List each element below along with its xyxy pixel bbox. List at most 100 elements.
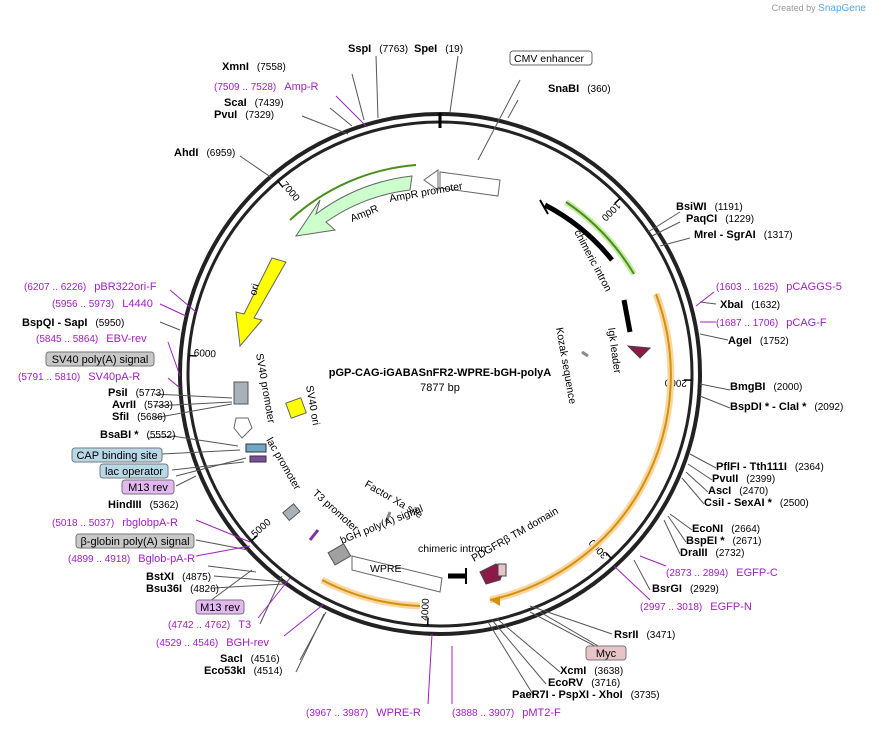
site-position: (2664) bbox=[731, 524, 760, 535]
site-position: (7558) bbox=[257, 62, 286, 73]
primer-mark-t3 bbox=[308, 529, 320, 541]
tick-label: 6000 bbox=[193, 348, 216, 361]
restriction-site-label: XmnI (7558) bbox=[222, 61, 286, 73]
primer-name: pCAG-F bbox=[786, 317, 827, 329]
cag-region-arc bbox=[489, 292, 675, 604]
site-name: BspDI * - ClaI * bbox=[730, 401, 807, 413]
site-name: SnaBI bbox=[548, 83, 579, 95]
primer-label: (2997 .. 3018)EGFP-N bbox=[640, 601, 752, 613]
site-name: RsrII bbox=[614, 629, 638, 641]
site-name: SfiI bbox=[112, 411, 129, 423]
primer-name: L4440 bbox=[122, 298, 153, 310]
primer-name: pCAGGS-5 bbox=[786, 281, 842, 293]
site-position: (2929) bbox=[690, 584, 719, 595]
restriction-site-label: BsrGI(2929) bbox=[652, 583, 719, 595]
restriction-site-label: BsiWI(1191) bbox=[676, 201, 743, 213]
primer-label: (5791 .. 5810)SV40pA-R bbox=[18, 371, 140, 383]
primer-range: (2997 .. 3018) bbox=[640, 602, 702, 613]
site-position: (4826) bbox=[190, 584, 219, 595]
site-name: Eco53kI bbox=[204, 665, 246, 677]
sv40-promoter-box bbox=[233, 381, 249, 405]
site-position: (19) bbox=[445, 44, 463, 55]
boxed-label-text: M13 rev bbox=[128, 482, 168, 494]
restriction-site-label: PvuII(2399) bbox=[712, 473, 775, 485]
boxed-label-text: lac operator bbox=[105, 466, 163, 478]
primer-label: (4529 .. 4546) BGH-rev bbox=[156, 637, 270, 649]
t3-box bbox=[282, 503, 301, 522]
site-position: (2000) bbox=[773, 382, 802, 393]
site-position: (2364) bbox=[795, 462, 824, 473]
primer-name: BGH-rev bbox=[226, 637, 269, 649]
site-name: AgeI bbox=[728, 335, 752, 347]
restriction-site-label: MreI - SgrAI(1317) bbox=[694, 229, 793, 241]
restriction-site-label: AvrII (5733) bbox=[112, 399, 173, 411]
primer-range: (1687 .. 1706) bbox=[716, 318, 778, 329]
site-position: (3638) bbox=[594, 666, 623, 677]
tick-label: 1000 bbox=[599, 199, 623, 223]
factor-xa-mark bbox=[384, 511, 392, 523]
intron-highlight-core bbox=[565, 201, 635, 275]
primer-range: (1603 .. 1625) bbox=[716, 282, 778, 293]
site-name: AvrII bbox=[112, 399, 136, 411]
boxed-label-text: SV40 poly(A) signal bbox=[52, 354, 149, 366]
sv40-promoter-arrow bbox=[233, 417, 253, 439]
site-position: (4875) bbox=[182, 572, 211, 583]
primer-name: pBR322ori-F bbox=[94, 281, 157, 293]
tick-mark bbox=[277, 180, 284, 188]
site-position: (3735) bbox=[631, 690, 660, 701]
site-position: (360) bbox=[587, 84, 610, 95]
boxed-label-text: CAP binding site bbox=[76, 450, 157, 462]
site-position: (7763) bbox=[379, 44, 408, 55]
boxed-label-bg bbox=[195, 599, 245, 615]
site-position: (2470) bbox=[739, 486, 768, 497]
restriction-site-label: SacI(4516) bbox=[220, 653, 280, 665]
feature-label: CMV enhancer bbox=[514, 53, 585, 65]
site-name: BspQI - SapI bbox=[22, 317, 87, 329]
site-name: HindIII bbox=[108, 499, 142, 511]
site-name: AscI bbox=[708, 485, 731, 497]
cag-region-arrowhead bbox=[490, 596, 500, 606]
boxed-label-bg bbox=[75, 533, 195, 549]
primer-range: (7509 .. 7528) bbox=[214, 82, 276, 93]
primer-range: (4529 .. 4546) bbox=[156, 638, 218, 649]
chimeric-intron-cap bbox=[539, 199, 549, 215]
restriction-site-label: PvuI(7329) bbox=[214, 109, 274, 121]
restriction-site-label: SnaBI (360) bbox=[548, 83, 611, 95]
site-name: PaeR7I - PspXI - XhoI bbox=[512, 689, 623, 701]
snapgene-logo: SnapGene bbox=[818, 3, 866, 14]
kozak-mark bbox=[581, 350, 589, 358]
primer-name: Bglob-pA-R bbox=[138, 553, 195, 565]
lac-operator-box bbox=[245, 443, 267, 453]
bgh-region-arc bbox=[320, 576, 421, 610]
primer-range: (3967 .. 3987) bbox=[306, 708, 368, 719]
restriction-site-label: AhdI(6959) bbox=[174, 147, 235, 159]
feature-label: chimeric intron bbox=[418, 543, 486, 555]
cag-region-arc-core bbox=[489, 293, 672, 601]
primer-name: WPRE-R bbox=[376, 707, 421, 719]
restriction-site-label: PsiI(5773) bbox=[108, 387, 164, 399]
restriction-site-label: RsrII(3471) bbox=[614, 629, 675, 641]
boxed-label-bg bbox=[71, 447, 163, 463]
primer-label: (6207 .. 6226)pBR322ori-F bbox=[24, 281, 157, 293]
feature-label: PDGFRβ TM domain bbox=[470, 505, 561, 565]
site-position: (5733) bbox=[144, 400, 173, 411]
boxed-label-bg bbox=[99, 463, 169, 479]
restriction-site-label: EcoRV(3716) bbox=[548, 677, 620, 689]
leader-lines bbox=[147, 55, 731, 697]
site-name: BsaBI * bbox=[100, 429, 139, 441]
site-position: (2092) bbox=[814, 402, 843, 413]
site-name: PflFI - Tth111I bbox=[716, 461, 787, 473]
primer-name: T3 bbox=[238, 619, 251, 631]
site-name: PvuII bbox=[712, 473, 738, 485]
site-position: (3716) bbox=[591, 678, 620, 689]
tick-mark bbox=[614, 197, 621, 205]
site-name: EcoNI bbox=[692, 523, 723, 535]
primer-name: pMT2-F bbox=[522, 707, 561, 719]
site-name: XmnI bbox=[222, 61, 249, 73]
primer-label: (5845 .. 5864)EBV-rev bbox=[36, 333, 147, 345]
primer-label: (2873 .. 2894)EGFP-C bbox=[666, 567, 778, 579]
site-position: (5362) bbox=[150, 500, 179, 511]
primer-label: (1687 .. 1706) pCAG-F bbox=[716, 317, 827, 329]
feature-label: WPRE bbox=[370, 563, 402, 575]
primer-name: Amp-R bbox=[284, 81, 318, 93]
